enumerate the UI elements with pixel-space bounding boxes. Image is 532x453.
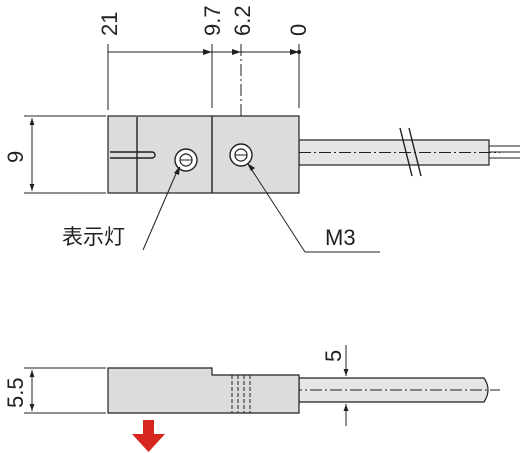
- arrow-head-9-7: [203, 49, 212, 55]
- groove-slot: [110, 151, 156, 159]
- break-mark-2: [408, 127, 422, 177]
- dim-label-21: 21: [97, 12, 122, 36]
- datum-dot: [297, 50, 301, 54]
- dim-label-6-2: 6.2: [230, 5, 255, 36]
- dim-label-0: 0: [286, 24, 311, 36]
- side-view: 5.5 5: [3, 345, 500, 452]
- break-mark-1: [399, 127, 413, 177]
- screw-label: M3: [325, 225, 356, 250]
- indicator-leader-arrow: [174, 166, 180, 175]
- sensor-body-top: [107, 115, 300, 194]
- top-view: 21 9.7 6.2 0 9: [3, 5, 520, 253]
- dim-label-height-5-5: 5.5: [3, 377, 28, 408]
- indicator-leader: [142, 168, 179, 251]
- dim-label-9-7: 9.7: [200, 5, 225, 36]
- arrow-head-6-2: [232, 49, 241, 55]
- arrow-head-0: [290, 49, 299, 55]
- dim-label-cable-5: 5: [321, 350, 346, 362]
- sensor-body-side: [107, 367, 300, 414]
- screw-leader: [247, 163, 306, 253]
- detection-direction-arrow-icon: [132, 420, 165, 452]
- indicator-label: 表示灯: [62, 225, 125, 249]
- dim-label-height-9: 9: [3, 151, 28, 163]
- screw-leader-arrow: [247, 163, 255, 171]
